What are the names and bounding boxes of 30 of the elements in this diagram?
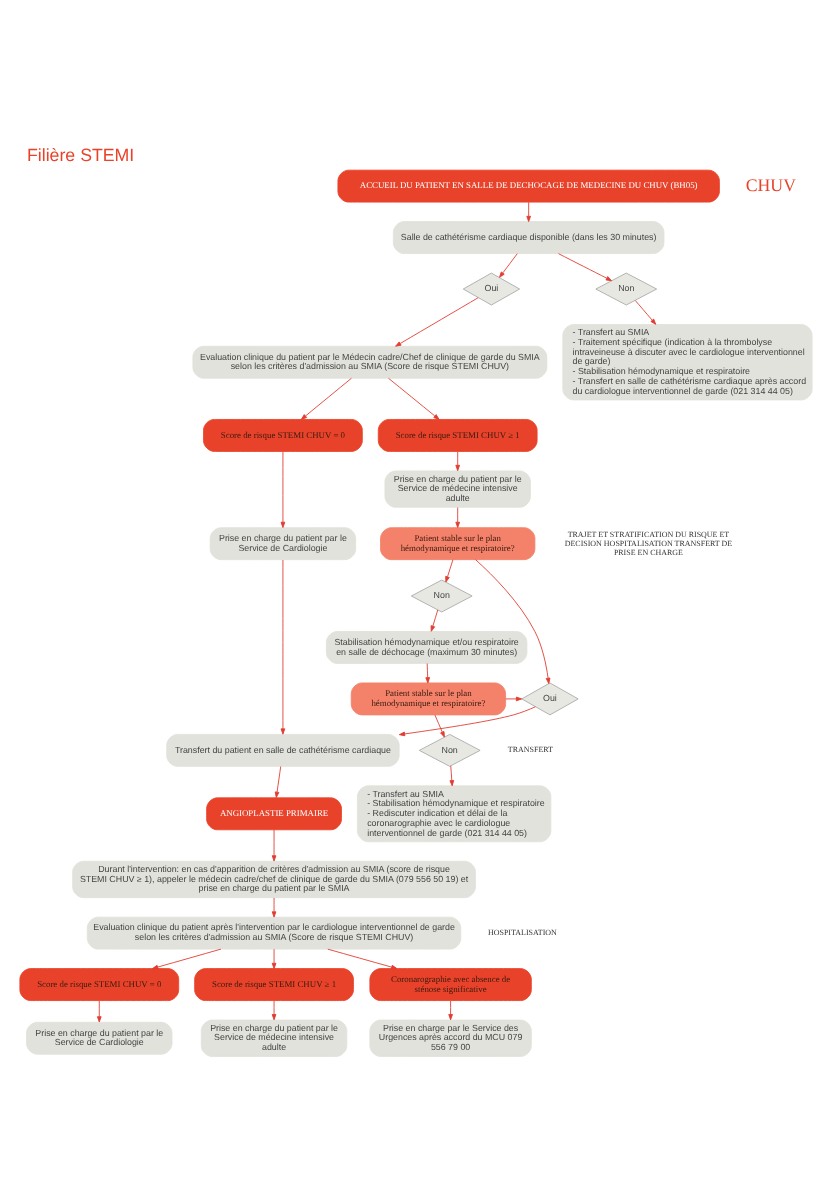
arrow [395,297,479,347]
arrow [526,201,531,223]
arrow [274,766,282,798]
arrow [425,663,430,684]
arrow [280,559,286,735]
arrow [449,765,455,787]
label: CHUV [745,174,796,195]
arrow [388,377,440,420]
arrow [271,948,277,970]
arrow [327,948,398,970]
arrow [434,714,445,738]
arrow [152,948,222,970]
arrow [271,829,277,862]
arrow [398,706,536,737]
arrow [280,451,286,528]
arrow [475,559,551,684]
arrow [430,609,439,632]
arrow [499,253,518,278]
arrow [448,1000,453,1021]
arrow [445,559,454,583]
arrow [558,253,613,282]
arrow [505,696,523,702]
arrow [96,1000,102,1023]
arrow [455,451,460,472]
arrow [455,507,460,528]
diagram-title: Filière STEMI [26,145,135,166]
arrow [300,377,352,420]
arrow [271,897,277,918]
arrow [271,1000,277,1021]
arrow [634,300,657,325]
